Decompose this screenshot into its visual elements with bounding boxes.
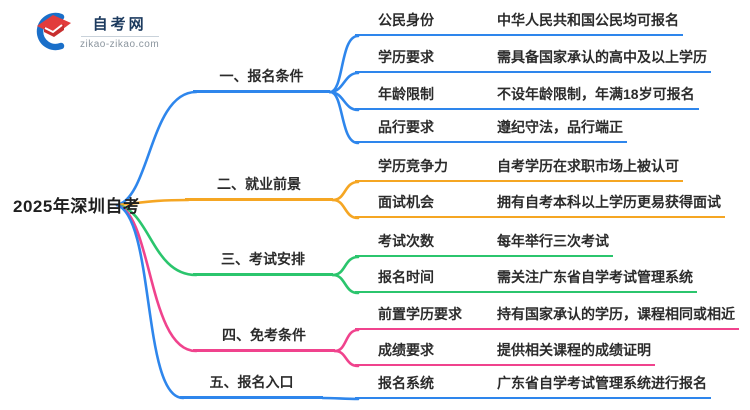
connector-root-branch-5 (115, 203, 185, 400)
leaf-value: 每年举行三次考试 (497, 233, 609, 249)
leaf-node: 成绩要求 提供相关课程的成绩证明 (355, 340, 655, 366)
leaf-key: 前置学历要求 (378, 306, 462, 322)
leaf-node: 考试次数 每年举行三次考试 (355, 231, 613, 257)
graduation-cap-logo-icon (36, 12, 71, 51)
leaf-key: 学历要求 (378, 49, 434, 65)
leaf-key: 报名时间 (378, 269, 434, 285)
connector-branch1-child4 (328, 90, 360, 145)
leaf-node: 报名系统 广东省自学考试管理系统进行报名 (355, 373, 711, 399)
connector-branch3-child2 (331, 273, 360, 295)
leaf-key: 成绩要求 (378, 342, 434, 358)
leaf-node: 前置学历要求 持有国家承认的学历，课程相同或相近 (355, 304, 739, 330)
leaf-value: 自考学历在求职市场上被认可 (497, 158, 679, 174)
root-node: 2025年深圳自考 (13, 197, 141, 216)
branch-node-5: 五、报名入口 (180, 372, 323, 399)
leaf-value: 广东省自学考试管理系统进行报名 (497, 375, 707, 391)
leaf-value: 需具备国家承认的高中及以上学历 (497, 49, 707, 65)
leaf-key: 学历竞争力 (378, 158, 448, 174)
branch-node-2: 二、就业前景 (185, 174, 333, 201)
connector-branch2-child2 (331, 198, 360, 220)
leaf-key: 面试机会 (378, 194, 434, 210)
leaf-value: 提供相关课程的成绩证明 (497, 342, 651, 358)
logo-divider (80, 35, 159, 37)
connector-root-branch-2 (115, 198, 190, 207)
leaf-value: 持有国家承认的学历，课程相同或相近 (497, 306, 735, 322)
logo-title: 自考网 (92, 15, 147, 33)
site-logo: 自考网 zikao-zikao.com (30, 10, 159, 52)
connector-branch5-child1 (321, 396, 360, 401)
connector-root-branch-1 (115, 90, 198, 207)
leaf-key: 品行要求 (378, 119, 434, 135)
connector-root-branch-4 (115, 203, 198, 353)
leaf-key: 报名系统 (378, 375, 434, 391)
leaf-value: 不设年龄限制，年满18岁可报名 (497, 86, 695, 102)
leaf-node: 品行要求 遵纪守法，品行端正 (355, 117, 627, 143)
leaf-node: 年龄限制 不设年龄限制，年满18岁可报名 (355, 84, 699, 110)
leaf-value: 需关注广东省自学考试管理系统 (497, 269, 693, 285)
connector-root-branch-3 (115, 203, 198, 277)
branch-node-3: 三、考试安排 (193, 249, 333, 276)
logo-domain: zikao-zikao.com (80, 38, 160, 50)
leaf-value: 拥有自考本科以上学历更易获得面试 (497, 194, 721, 210)
leaf-node: 面试机会 拥有自考本科以上学历更易获得面试 (355, 192, 725, 218)
leaf-key: 年龄限制 (378, 86, 434, 102)
leaf-node: 公民身份 中华人民共和国公民均可报名 (355, 10, 683, 36)
leaf-node: 学历竞争力 自考学历在求职市场上被认可 (355, 156, 683, 182)
leaf-node: 报名时间 需关注广东省自学考试管理系统 (355, 267, 697, 293)
leaf-node: 学历要求 需具备国家承认的高中及以上学历 (355, 47, 711, 73)
branch-node-4: 四、免考条件 (193, 325, 335, 352)
leaf-key: 考试次数 (378, 233, 434, 249)
leaf-value: 遵纪守法，品行端正 (497, 119, 623, 135)
leaf-value: 中华人民共和国公民均可报名 (497, 12, 679, 28)
leaf-key: 公民身份 (378, 12, 434, 28)
branch-node-1: 一、报名条件 (193, 66, 330, 93)
